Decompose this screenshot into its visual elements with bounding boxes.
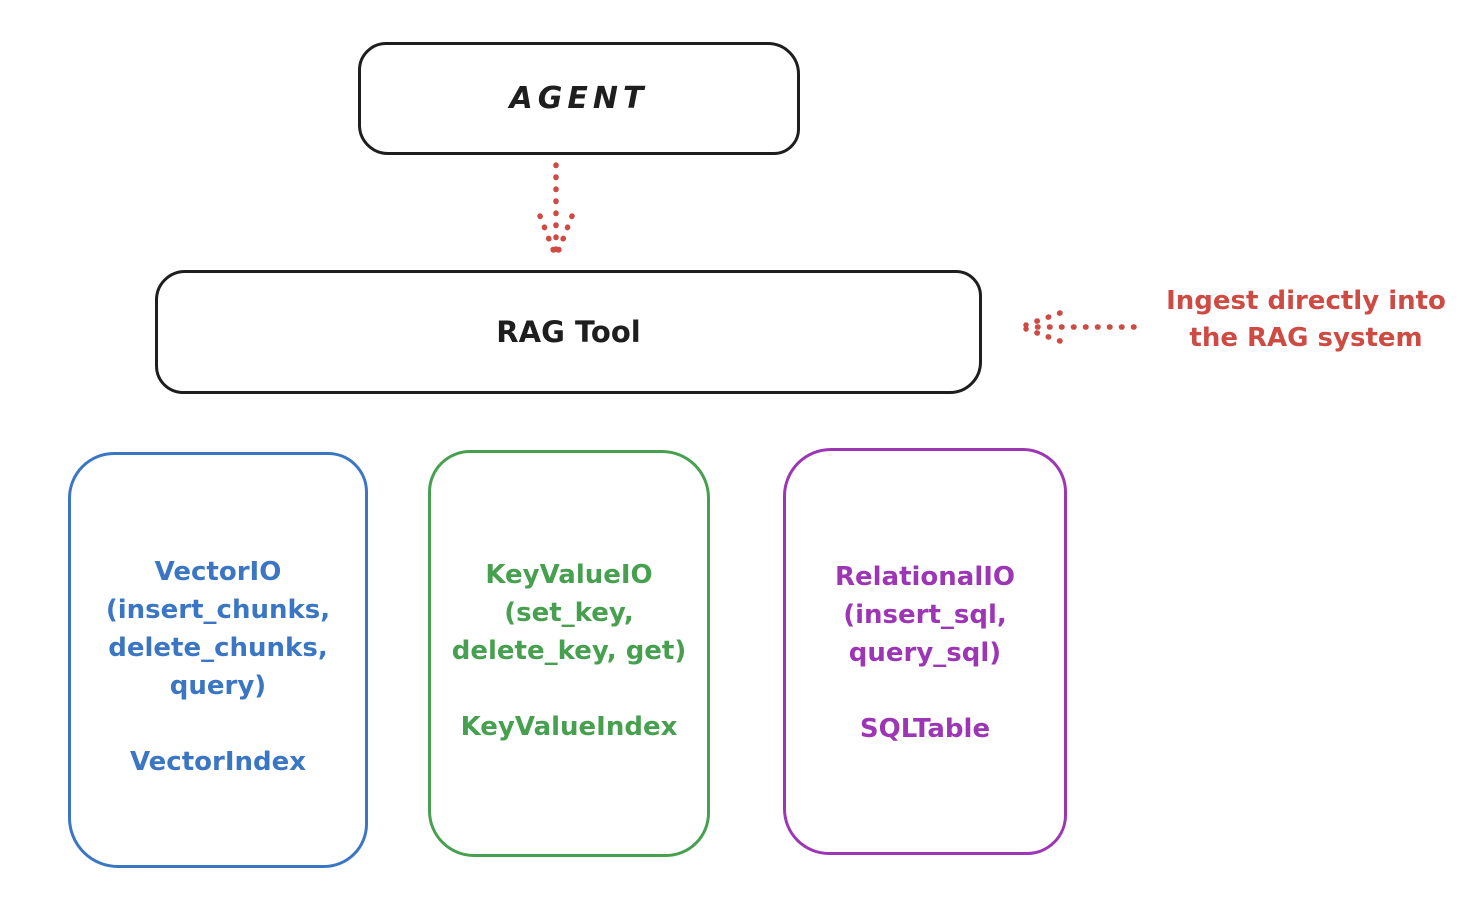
store-line: (set_key, [504, 598, 634, 628]
store-line: KeyValueIO [485, 560, 653, 590]
ingest-annotation: Ingest directly into the RAG system [1135, 283, 1477, 357]
store-line: delete_key, get) [451, 636, 687, 666]
store-line: query) [169, 671, 267, 701]
store-line: RelationalIO [834, 562, 1016, 592]
store-line: VectorIO [154, 557, 282, 587]
ingest-arrow-icon [1023, 310, 1137, 344]
store-card-relational-io: RelationalIO (insert_sql, query_sql) SQL… [783, 448, 1067, 855]
store-line: delete_chunks, [108, 633, 328, 663]
store-line: (insert_sql, [843, 600, 1007, 630]
store-line: query_sql) [848, 638, 1002, 668]
ingest-annotation-line2: the RAG system [1189, 323, 1423, 353]
store-card-key-value-io: KeyValueIO (set_key, delete_key, get) Ke… [428, 450, 710, 857]
rag-tool-box: RAG Tool [155, 270, 982, 394]
agent-box: AGENT [358, 42, 800, 155]
store-index-label: VectorIndex [129, 747, 307, 777]
spacer [431, 670, 707, 708]
store-index-label: SQLTable [859, 714, 991, 744]
agent-label: AGENT [509, 81, 649, 116]
spacer [71, 705, 365, 743]
store-card-vector-io: VectorIO (insert_chunks, delete_chunks, … [68, 452, 368, 868]
store-line: (insert_chunks, [105, 595, 331, 625]
agent-to-rag-arrow-icon [537, 162, 575, 261]
spacer [786, 672, 1064, 710]
store-index-label: KeyValueIndex [460, 712, 678, 742]
ingest-annotation-line1: Ingest directly into [1166, 286, 1446, 316]
rag-tool-label: RAG Tool [496, 315, 641, 349]
